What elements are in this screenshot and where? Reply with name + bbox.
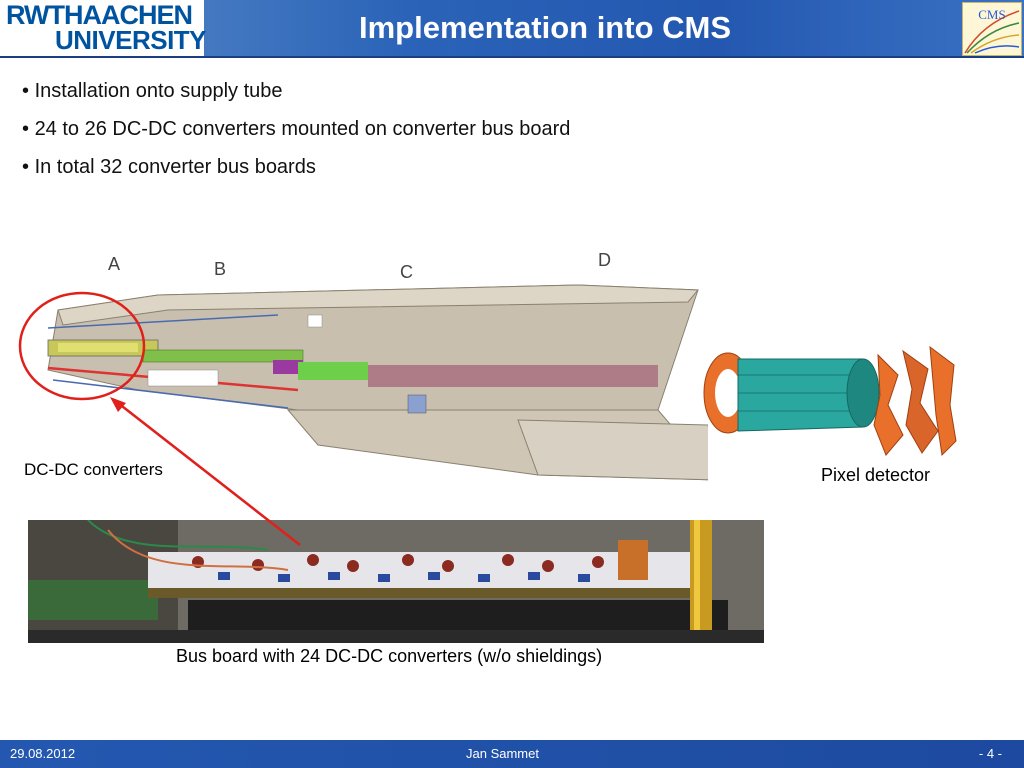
supply-tube-figure: A B C D <box>18 250 708 481</box>
dcdc-converters-label: DC-DC converters <box>24 460 163 479</box>
section-label-b: B <box>214 259 226 279</box>
footer-date: 29.08.2012 <box>10 746 76 761</box>
slide-title: Implementation into CMS <box>359 10 731 45</box>
bullet-item: In total 32 converter bus boards <box>22 148 570 186</box>
section-label-d: D <box>598 250 611 270</box>
bus-board-photo <box>28 520 764 643</box>
cms-logo: CMS <box>962 2 1022 56</box>
cms-logo-text: CMS <box>978 7 1005 22</box>
slide-footer: 29.08.2012 Jan Sammet - 4 - <box>0 740 1024 768</box>
highlight-circle <box>18 291 146 401</box>
bullet-item: 24 to 26 DC-DC converters mounted on con… <box>22 110 571 148</box>
section-label-c: C <box>400 262 413 282</box>
rwth-logo: RWTHAACHEN UNIVERSITY <box>0 0 207 56</box>
logo-rwth-text: RWTH <box>6 0 83 30</box>
slide-header: RWTHAACHEN UNIVERSITY Implementation int… <box>0 0 1024 58</box>
bullet-item: Installation onto supply tube <box>22 72 570 110</box>
logo-university-text: UNIVERSITY <box>55 25 207 55</box>
pixel-detector-figure <box>703 345 957 457</box>
footer-page-number: - 4 - <box>978 746 1002 761</box>
section-label-a: A <box>108 254 120 274</box>
logo-aachen-text: AACHEN <box>82 0 194 30</box>
pixel-detector-label: Pixel detector <box>821 465 931 485</box>
bullet-list: Installation onto supply tube 24 to 26 D… <box>22 72 571 186</box>
bus-board-caption: Bus board with 24 DC-DC converters (w/o … <box>176 646 603 666</box>
footer-author: Jan Sammet <box>466 746 539 761</box>
